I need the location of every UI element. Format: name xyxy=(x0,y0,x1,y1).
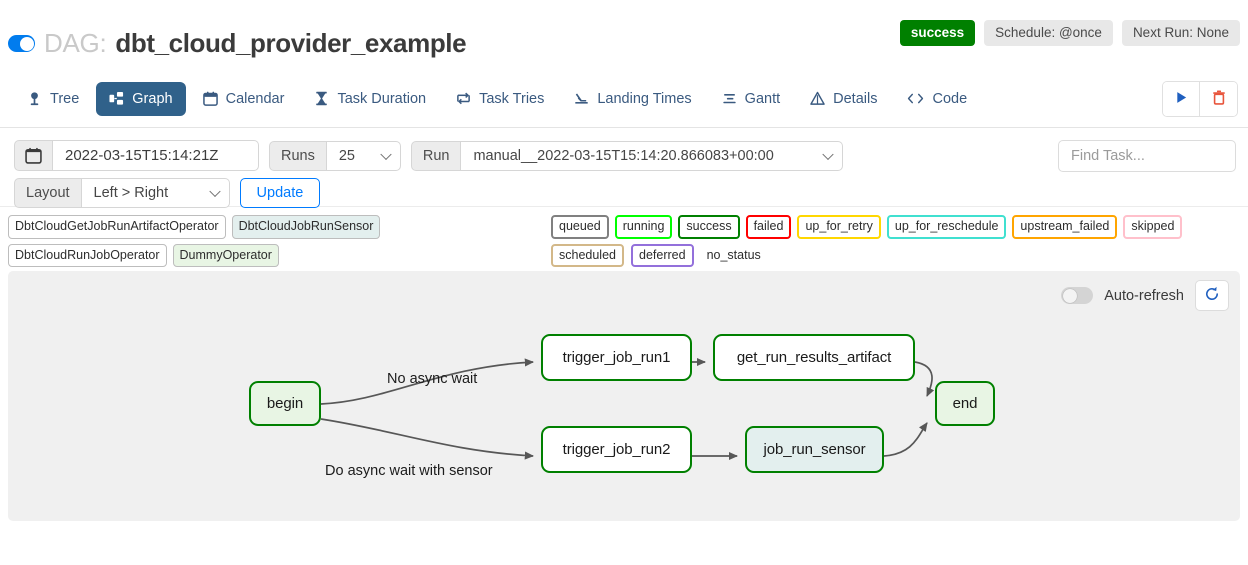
status-badge: success xyxy=(899,20,976,46)
legend-state-skipped[interactable]: skipped xyxy=(1123,215,1183,239)
execution-date-input[interactable]: 2022-03-15T15:14:21Z xyxy=(53,140,259,171)
trigger-dag-button[interactable] xyxy=(1163,82,1200,116)
tab-tree-label: Tree xyxy=(50,90,80,107)
refresh-button[interactable] xyxy=(1195,280,1229,311)
landing-icon xyxy=(574,91,589,106)
trash-icon xyxy=(1212,90,1226,108)
tab-code-label: Code xyxy=(932,90,968,107)
filter-row-layout: Layout Left > Right Update xyxy=(14,178,1238,208)
tab-landing-times-label: Landing Times xyxy=(597,90,692,107)
legend-state-upstream-failed[interactable]: upstream_failed xyxy=(1012,215,1118,239)
run-label: Run xyxy=(410,140,462,171)
dag-paused-toggle[interactable] xyxy=(8,35,35,52)
legend-state-deferred[interactable]: deferred xyxy=(631,243,694,267)
graph-node-label: job_run_sensor xyxy=(763,441,866,458)
graph-node-job-run-sensor[interactable]: job_run_sensor xyxy=(745,426,884,473)
tab-gantt[interactable]: Gantt xyxy=(709,82,793,116)
layout-group: Layout Left > Right xyxy=(14,178,230,208)
graph-node-label: trigger_job_run2 xyxy=(562,441,671,458)
graph-edges xyxy=(320,357,935,461)
legend-state-up-for-retry[interactable]: up_for_retry xyxy=(797,215,881,239)
tab-calendar[interactable]: Calendar xyxy=(190,82,298,116)
search-input[interactable] xyxy=(1058,140,1236,172)
legend-state-success[interactable]: success xyxy=(678,215,740,239)
graph-node-label: trigger_job_run1 xyxy=(562,349,671,366)
auto-refresh-toggle[interactable] xyxy=(1061,287,1094,304)
tab-calendar-label: Calendar xyxy=(225,90,285,107)
tab-task-tries[interactable]: Task Tries xyxy=(443,82,557,116)
filter-row-primary: 2022-03-15T15:14:21Z Runs 25 Run manual_… xyxy=(14,140,1238,171)
tab-landing-times[interactable]: Landing Times xyxy=(561,82,704,116)
tab-gantt-label: Gantt xyxy=(744,90,781,107)
layout-label: Layout xyxy=(14,178,82,208)
run-select[interactable]: manual__2022-03-15T15:14:20.866083+00:00 xyxy=(461,140,844,171)
graph-node-trigger-job-run2[interactable]: trigger_job_run2 xyxy=(541,426,692,473)
graph-node-end[interactable]: end xyxy=(935,381,995,426)
graph-node-trigger-job-run1[interactable]: trigger_job_run1 xyxy=(541,334,692,381)
layout-select[interactable]: Left > Right xyxy=(81,178,230,208)
graph-node-label: get_run_results_artifact xyxy=(736,349,892,366)
refresh-icon xyxy=(1204,286,1220,305)
legend-operator[interactable]: DbtCloudRunJobOperator xyxy=(8,243,167,267)
schedule-badge[interactable]: Schedule: @once xyxy=(984,20,1113,46)
page-header: DAG: dbt_cloud_provider_example success … xyxy=(0,0,1248,70)
graph-node-begin[interactable]: begin xyxy=(249,381,321,426)
retry-icon xyxy=(456,91,471,106)
graph-legend: DbtCloudGetJobRunArtifactOperator DbtClo… xyxy=(0,207,1248,271)
tab-details-label: Details xyxy=(833,90,878,107)
page-title: dbt_cloud_provider_example xyxy=(115,28,467,58)
graph-node-label: end xyxy=(952,395,978,412)
code-icon xyxy=(907,91,924,106)
edge-label-do-async-wait: Do async wait with sensor xyxy=(325,463,493,479)
tab-graph-label: Graph xyxy=(132,90,173,107)
dag-tabs: Tree Graph Calendar Task Duration Task T xyxy=(10,70,1238,127)
calendar-icon[interactable] xyxy=(14,140,53,171)
tab-task-duration-label: Task Duration xyxy=(337,90,427,107)
runs-group: Runs 25 xyxy=(269,140,401,171)
tab-tree[interactable]: Tree xyxy=(14,82,92,116)
dag-label: DAG: xyxy=(44,28,107,58)
tab-task-duration[interactable]: Task Duration xyxy=(301,82,439,116)
dag-nav-bar: Tree Graph Calendar Task Duration Task T xyxy=(0,70,1248,128)
legend-state-no-status: no_status xyxy=(706,247,761,262)
legend-operator[interactable]: DbtCloudJobRunSensor xyxy=(231,215,381,239)
run-group: Run manual__2022-03-15T15:14:20.866083+0… xyxy=(410,140,844,171)
legend-state-failed[interactable]: failed xyxy=(745,215,792,239)
legend-state-running[interactable]: running xyxy=(614,215,673,239)
delete-dag-button[interactable] xyxy=(1200,82,1237,116)
play-icon xyxy=(1175,91,1188,107)
dag-filter-bar: 2022-03-15T15:14:21Z Runs 25 Run manual_… xyxy=(0,128,1248,208)
execution-date-group: 2022-03-15T15:14:21Z xyxy=(14,140,259,171)
graph-panel: Auto-refresh begin xyxy=(8,271,1240,521)
tab-graph[interactable]: Graph xyxy=(96,81,186,116)
edge-label-no-async-wait: No async wait xyxy=(387,371,478,387)
gantt-icon xyxy=(722,91,737,106)
legend-state-up-for-reschedule[interactable]: up_for_reschedule xyxy=(886,215,1007,239)
triangle-icon xyxy=(810,91,825,106)
dag-action-buttons xyxy=(1162,81,1238,117)
operator-legend: DbtCloudGetJobRunArtifactOperator DbtClo… xyxy=(6,215,546,272)
auto-refresh-label: Auto-refresh xyxy=(1104,287,1184,304)
next-run-badge: Next Run: None xyxy=(1121,20,1240,46)
tab-task-tries-label: Task Tries xyxy=(479,90,545,107)
update-button[interactable]: Update xyxy=(239,178,321,208)
header-badges: success Schedule: @once Next Run: None xyxy=(899,20,1240,46)
legend-state-queued[interactable]: queued xyxy=(551,215,609,239)
tab-code[interactable]: Code xyxy=(894,82,980,116)
runs-select[interactable]: 25 xyxy=(326,140,401,171)
tab-details[interactable]: Details xyxy=(797,82,890,116)
state-legend: queued running success failed up_for_ret… xyxy=(549,215,1247,272)
calendar-icon xyxy=(202,91,218,106)
legend-operator[interactable]: DbtCloudGetJobRunArtifactOperator xyxy=(8,215,226,239)
hourglass-icon xyxy=(314,91,329,106)
runs-label: Runs xyxy=(269,140,327,171)
legend-operator[interactable]: DummyOperator xyxy=(172,243,279,267)
tree-icon xyxy=(27,91,42,106)
graph-node-label: begin xyxy=(266,395,304,412)
graph-node-get-run-results-artifact[interactable]: get_run_results_artifact xyxy=(713,334,915,381)
graph-icon xyxy=(109,91,124,106)
dag-title: DAG: dbt_cloud_provider_example xyxy=(8,28,467,59)
legend-state-scheduled[interactable]: scheduled xyxy=(551,243,624,267)
auto-refresh-bar: Auto-refresh xyxy=(1061,280,1229,311)
